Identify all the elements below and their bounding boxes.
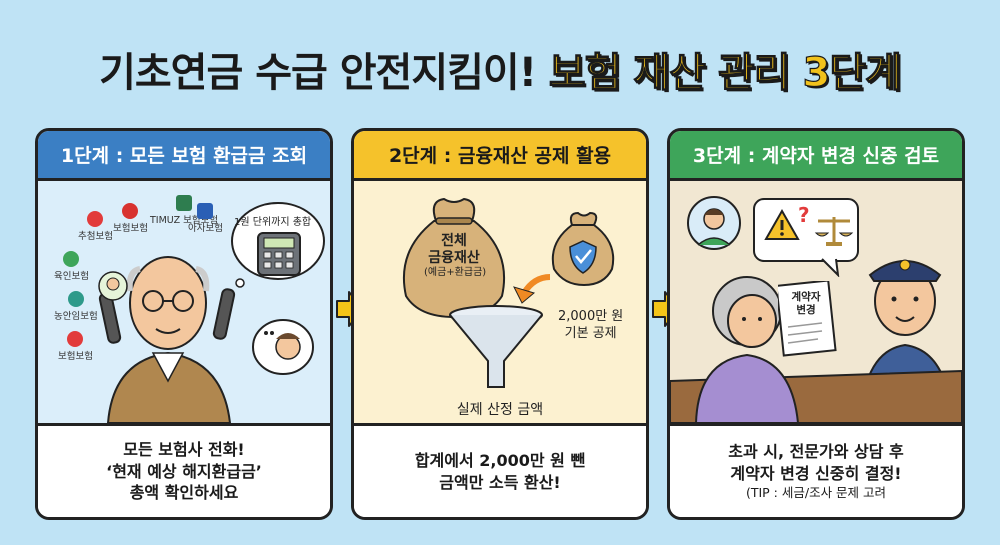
warning-icon [764, 209, 800, 240]
bag-text: (예금+환급금) [424, 266, 487, 278]
step3-panel: 3단계 : 계약자 변경 신중 검토 ? [667, 128, 965, 520]
tip-text: (TIP : 세금/조사 문제 고려 [745, 484, 887, 500]
insurer-mark-icon [176, 195, 193, 211]
title-part2: 보험 재산 관리 3단계 [548, 49, 902, 96]
insurer-logo: 육인보험 [54, 251, 89, 282]
footer-line: 금액만 소득 환산! [439, 472, 561, 492]
step1-header: 1단계 : 모든 보험 환급금 조회 [38, 131, 330, 181]
insurer-logo: TIMUZ 보험보험 [150, 195, 218, 226]
insurer-logo: 농안임보험 [54, 291, 98, 322]
curved-arrow-icon [513, 274, 551, 304]
step3-illustration: ? [670, 181, 962, 423]
footer-line: ‘현재 예상 해지환급금’ [106, 461, 262, 481]
footer-line: 초과 시, 전문가와 상담 후 [728, 442, 904, 462]
result-text: 실제 산정 금액 [456, 402, 544, 418]
step3-footer: 초과 시, 전문가와 상담 후 계약자 변경 신중히 결정! (TIP : 세금… [670, 423, 962, 517]
insurer-logo: 아자보험 [188, 203, 223, 234]
person-icon [687, 196, 741, 250]
step3-header: 3단계 : 계약자 변경 신중 검토 [670, 131, 962, 181]
person-phone-icon [98, 271, 128, 301]
footer-line: 합계에서 2,000만 원 뺀 [414, 450, 586, 470]
grandmother-icon [694, 276, 800, 423]
step2-illustration: 전체 금융재산 (예금+환급금) 2,000만 원 기본 공제 실제 산정 금액 [354, 181, 646, 423]
footer-line: 모든 보험사 전화! [123, 440, 245, 460]
document-text: 계약자 [791, 291, 821, 303]
scales-icon [814, 217, 854, 246]
step2-header: 2단계 : 금융재산 공제 활용 [354, 131, 646, 181]
insurer-mark-icon [63, 251, 80, 267]
money-bag-icon [402, 197, 506, 319]
insurer-mark-icon [197, 203, 214, 219]
step1-panel: 1단계 : 모든 보험 환급금 조회 추첨보험 보험보험 TIMUZ 보험보험 … [35, 128, 333, 520]
shield-money-bag-icon [551, 211, 615, 287]
bag-text: 전체 [441, 233, 467, 249]
title-part1: 기초연금 수급 안전지킴이! [99, 50, 537, 96]
bubble-text: 1원 단위까지 총합 [234, 217, 312, 228]
insurer-mark-icon [87, 211, 104, 227]
insurer-logo: 추첨보험 [78, 211, 113, 242]
calculator-icon [257, 232, 301, 276]
step1-illustration: 추첨보험 보험보험 TIMUZ 보험보험 아자보험 육인보험 농안임보험 보험보… [38, 181, 330, 423]
footer-line: 계약자 변경 신중히 결정! [730, 464, 902, 484]
insurer-logo: 보험보험 [58, 331, 93, 362]
page-title: 기초연금 수급 안전지킴이! 보험 재산 관리 3단계 [0, 40, 1000, 98]
deduction-text: 기본 공제 [564, 325, 617, 341]
contract-document-icon [778, 281, 837, 357]
call-center-agent-icon [252, 319, 314, 375]
question-icon: ? [798, 203, 810, 227]
step2-footer: 합계에서 2,000만 원 뺀 금액만 소득 환산! [354, 423, 646, 517]
insurer-mark-icon [122, 203, 139, 219]
deduction-text: 2,000만 원 [558, 309, 624, 324]
footer-line: 총액 확인하세요 [129, 483, 239, 503]
old-man-phone-icon [98, 256, 236, 423]
step2-panel: 2단계 : 금융재산 공제 활용 전체 금융재산 (예금+환급금) 2,0 [351, 128, 649, 520]
document-text: 변경 [796, 303, 816, 316]
step1-footer: 모든 보험사 전화! ‘현재 예상 해지환급금’ 총액 확인하세요 [38, 423, 330, 517]
funnel-icon [449, 305, 543, 388]
insurer-logo: 보험보험 [113, 203, 148, 234]
insurer-mark-icon [67, 291, 84, 307]
insurer-mark-icon [67, 331, 84, 347]
bag-text: 금융재산 [428, 249, 480, 266]
